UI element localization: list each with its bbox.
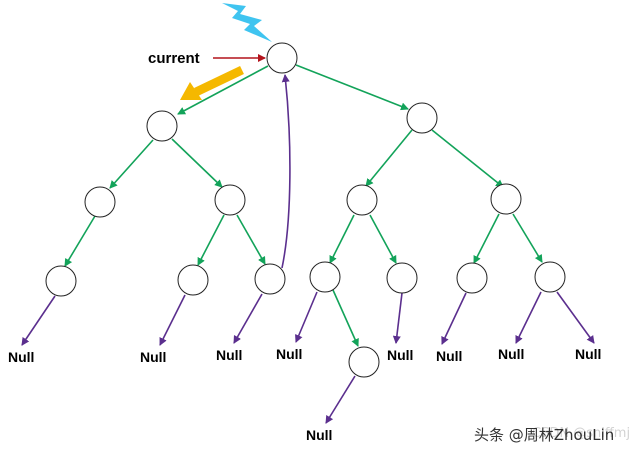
null-label: Null bbox=[216, 347, 242, 363]
node-root bbox=[266, 42, 298, 74]
edge-root-l bbox=[177, 65, 269, 115]
edge-lr-lrr bbox=[236, 214, 266, 265]
null-label: Null bbox=[8, 349, 34, 365]
null-edges bbox=[21, 291, 595, 424]
node-rllr bbox=[348, 346, 380, 378]
null-edge-1 bbox=[21, 295, 56, 346]
node-lrr bbox=[254, 263, 286, 295]
edge-l-lr bbox=[171, 138, 223, 188]
thread-back-edge bbox=[281, 74, 291, 269]
node-rlr bbox=[386, 262, 418, 294]
null-label: Null bbox=[498, 346, 524, 362]
lightning-bolt-icon bbox=[222, 3, 272, 42]
null-edge-7 bbox=[515, 291, 542, 344]
node-rr bbox=[490, 183, 522, 215]
watermark: 头条 @周林ZhouLin CSDN @sniffmj bbox=[474, 424, 636, 444]
edge-rll-rllr bbox=[332, 289, 359, 347]
null-label: Null bbox=[140, 349, 166, 365]
node-l bbox=[146, 110, 178, 142]
edge-rr-rrl bbox=[473, 213, 500, 264]
edge-r-rl bbox=[365, 129, 413, 187]
null-label: Null bbox=[306, 427, 332, 443]
watermark-text: 头条 @周林ZhouLin bbox=[474, 426, 615, 444]
node-r bbox=[406, 102, 438, 134]
null-labels: Null Null Null Null Null Null Null Null … bbox=[8, 346, 601, 443]
null-label: Null bbox=[436, 348, 462, 364]
node-lll bbox=[45, 265, 77, 297]
edge-l-ll bbox=[109, 139, 154, 189]
edge-r-rr bbox=[431, 129, 504, 188]
edge-rl-rlr bbox=[369, 214, 397, 264]
null-edge-9 bbox=[325, 375, 356, 424]
null-edge-3 bbox=[233, 293, 263, 344]
null-edge-4 bbox=[295, 291, 318, 343]
null-label: Null bbox=[276, 346, 302, 362]
edge-rl-rll bbox=[329, 214, 355, 264]
node-ll bbox=[84, 186, 116, 218]
tree-edges bbox=[64, 64, 543, 347]
node-lrl bbox=[177, 264, 209, 296]
null-label: Null bbox=[575, 346, 601, 362]
motion-arrow-icon bbox=[180, 65, 244, 100]
edge-lr-lrl bbox=[197, 214, 225, 266]
null-edge-5 bbox=[392, 292, 403, 344]
node-rl bbox=[346, 184, 378, 216]
null-edge-2 bbox=[159, 294, 186, 346]
edge-root-r bbox=[295, 64, 409, 111]
edge-ll-lll bbox=[64, 215, 96, 267]
null-label: Null bbox=[387, 347, 413, 363]
tree-nodes bbox=[45, 42, 566, 378]
edge-rr-rrr bbox=[512, 213, 543, 263]
watermark-ghost-text: CSDN @sniffmj bbox=[532, 426, 631, 441]
current-label: current bbox=[148, 50, 200, 67]
null-edge-8 bbox=[556, 291, 595, 344]
node-lr bbox=[214, 184, 246, 216]
null-edge-6 bbox=[441, 292, 467, 345]
node-rrr bbox=[534, 261, 566, 293]
node-rrl bbox=[456, 262, 488, 294]
node-rll bbox=[309, 261, 341, 293]
